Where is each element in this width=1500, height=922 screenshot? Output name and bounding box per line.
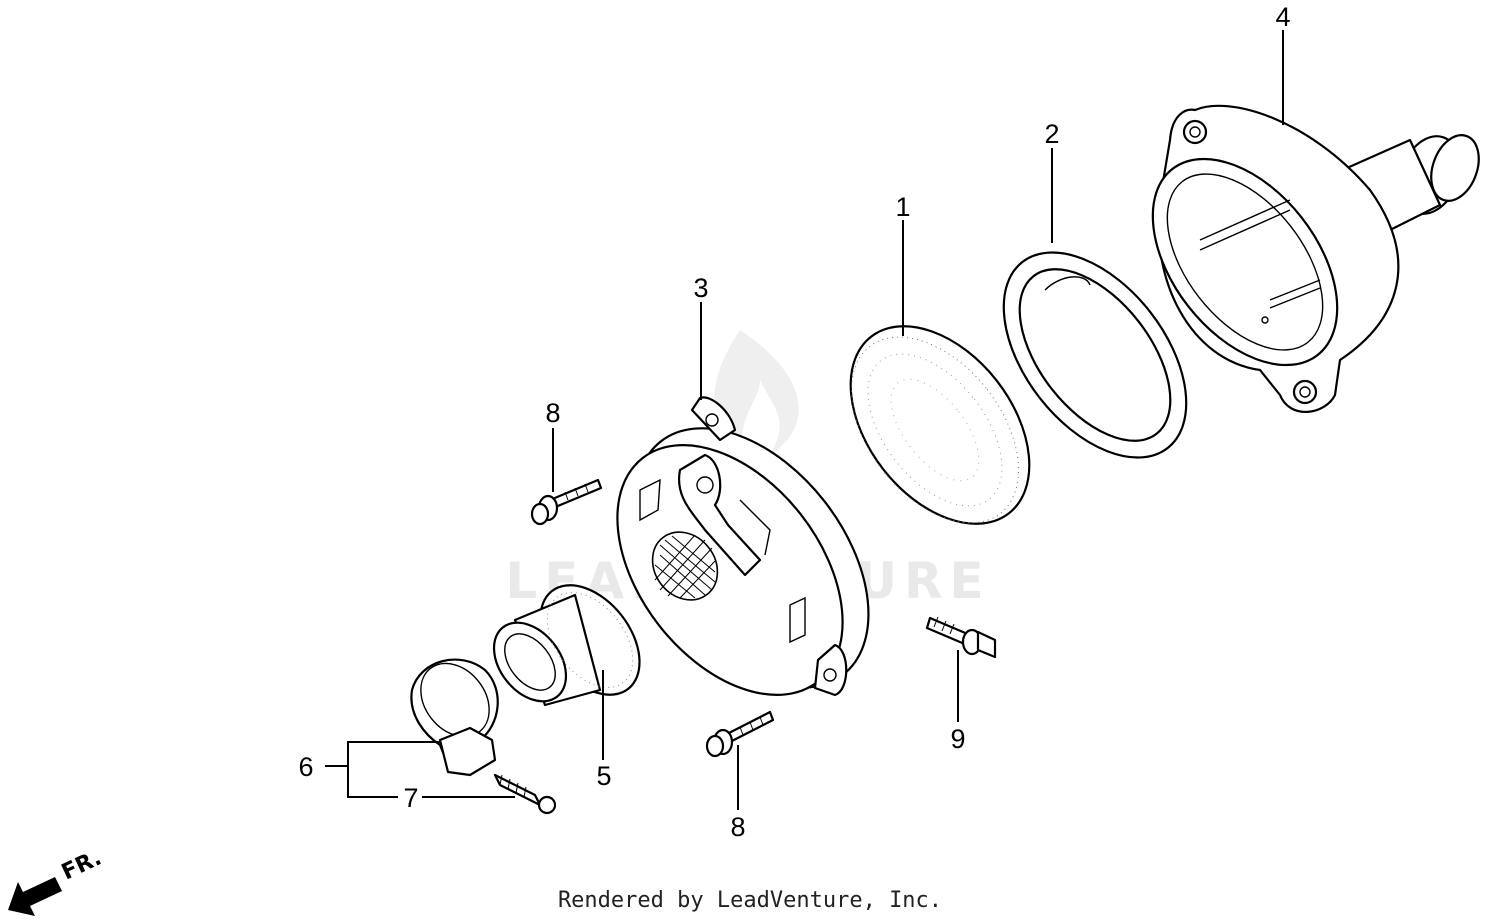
part-2-gasket — [1002, 251, 1188, 459]
callout-5: 5 — [596, 761, 611, 791]
front-direction-arrow: FR. — [8, 846, 105, 916]
callout-3: 3 — [693, 273, 708, 303]
callout-labels: 1 2 3 4 5 6 7 8 8 9 — [298, 2, 1290, 842]
callout-8-lower: 8 — [730, 812, 745, 842]
part-8-bolt-upper — [530, 478, 603, 526]
callout-1: 1 — [895, 192, 910, 222]
leader-lines — [325, 30, 1284, 810]
callout-8-upper: 8 — [545, 398, 560, 428]
part-4-air-cleaner-case — [1151, 104, 1480, 413]
part-5-tube-joint — [492, 584, 641, 707]
part-7-clamp-screw — [493, 773, 557, 815]
part-9-bolt — [925, 616, 997, 659]
callout-6: 6 — [298, 752, 313, 782]
callout-9: 9 — [950, 724, 965, 754]
callout-2: 2 — [1044, 119, 1059, 149]
front-label: FR. — [58, 846, 105, 886]
footer-credit: Rendered by LeadVenture, Inc. — [557, 888, 943, 913]
callout-7: 7 — [403, 783, 418, 813]
part-8-bolt-lower — [705, 710, 775, 758]
part-3-air-cleaner-cover — [616, 396, 870, 697]
part-1-foam-element — [849, 325, 1031, 525]
callout-4: 4 — [1275, 2, 1290, 32]
part-6-band-clamp — [410, 658, 499, 777]
